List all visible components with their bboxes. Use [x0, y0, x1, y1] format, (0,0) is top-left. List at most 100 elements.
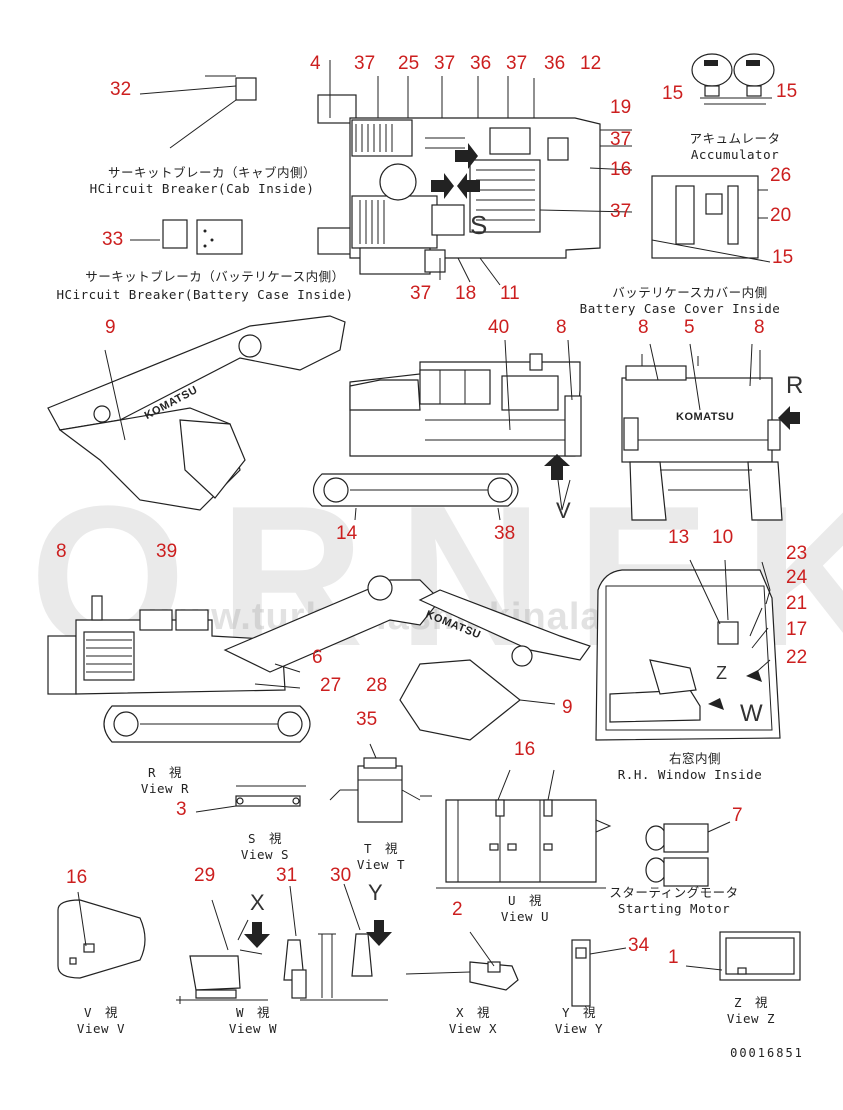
callout-9: 9	[562, 697, 573, 718]
callout-37: 37	[410, 283, 432, 304]
callout-15: 15	[776, 81, 798, 102]
view-t-caption-jp: T 視	[363, 841, 399, 856]
window-view-drawing	[595, 559, 781, 741]
callout-31: 31	[276, 865, 298, 886]
callout-30: 30	[330, 865, 352, 886]
callout-23: 23	[786, 543, 808, 564]
view-letter-r: R	[786, 372, 804, 399]
callout-34: 34	[628, 935, 650, 956]
view-y-caption-en: View Y	[554, 1021, 604, 1036]
callout-14: 14	[336, 523, 358, 544]
view-z-drawing	[685, 931, 801, 981]
view-x-caption-jp: X 視	[455, 1005, 491, 1020]
callout-8: 8	[556, 317, 567, 338]
callout-12: 12	[580, 53, 602, 74]
starting-motor-caption-jp: スターティングモータ	[609, 885, 739, 900]
callout-5: 5	[684, 317, 695, 338]
view-u-drawing	[436, 769, 612, 889]
callout-13: 13	[668, 527, 690, 548]
callout-8: 8	[638, 317, 649, 338]
view-letter-y: Y	[368, 880, 384, 905]
callout-17: 17	[786, 619, 808, 640]
window-caption-en: R.H. Window Inside	[617, 767, 763, 782]
view-v-drawing	[57, 891, 146, 979]
callout-3: 3	[176, 799, 187, 820]
callout-35: 35	[356, 709, 378, 730]
view-v-caption-jp: V 視	[83, 1005, 119, 1020]
view-s-caption-en: View S	[240, 847, 290, 862]
view-s-drawing	[195, 785, 306, 813]
callout-9: 9	[105, 317, 116, 338]
view-letter-x: X	[250, 890, 266, 915]
callout-1: 1	[668, 947, 679, 968]
callout-21: 21	[786, 593, 808, 614]
callout-39: 39	[156, 541, 178, 562]
window-caption-jp: 右窓内側	[668, 751, 721, 766]
view-letter-z: Z	[716, 663, 728, 683]
view-z-caption-en: View Z	[726, 1011, 776, 1026]
callout-28: 28	[366, 675, 388, 696]
battery-cover-drawing	[651, 175, 771, 263]
view-letter-s: S	[470, 210, 488, 240]
cab-circuit-breaker-drawing	[139, 75, 257, 149]
callout-20: 20	[770, 205, 792, 226]
callout-10: 10	[712, 527, 734, 548]
view-w-caption-en: View W	[228, 1021, 278, 1036]
view-w-caption-jp: W 視	[235, 1005, 271, 1020]
rear-brand-decal: KOMATSU	[676, 411, 735, 423]
callout-16: 16	[610, 159, 632, 180]
callout-2: 2	[452, 899, 463, 920]
callout-8: 8	[56, 541, 67, 562]
callout-32: 32	[110, 79, 132, 100]
callout-27: 27	[320, 675, 342, 696]
view-r-caption-en: View R	[140, 781, 190, 796]
callout-18: 18	[455, 283, 477, 304]
view-y-caption-jp: Y 視	[561, 1005, 597, 1020]
callout-37: 37	[506, 53, 528, 74]
side-view-drawing	[47, 315, 582, 521]
callout-33: 33	[102, 229, 124, 250]
view-x-caption-en: View X	[448, 1021, 498, 1036]
battery-circuit-breaker-drawing	[130, 219, 243, 255]
view-z-caption-jp: Z 視	[733, 995, 769, 1010]
callout-40: 40	[488, 317, 510, 338]
callout-37: 37	[434, 53, 456, 74]
accumulator-caption-jp: アキュムレータ	[689, 131, 781, 146]
view-letter-w: W	[740, 700, 764, 727]
callout-4: 4	[310, 53, 321, 74]
callout-26: 26	[770, 165, 792, 186]
left-view-drawing	[47, 575, 591, 743]
view-u-caption-en: View U	[500, 909, 550, 924]
battery-breaker-caption-en: HCircuit Breaker(Battery Case Inside)	[56, 287, 354, 302]
callout-36: 36	[470, 53, 492, 74]
rear-view-drawing	[621, 343, 800, 521]
callout-6: 6	[312, 647, 323, 668]
view-u-caption-jp: U 視	[507, 893, 543, 908]
starting-motor-caption-en: Starting Motor	[617, 901, 731, 916]
battery-breaker-caption-jp: サーキットブレーカ（バッテリケース内側）	[85, 269, 345, 284]
callout-24: 24	[786, 567, 808, 588]
callout-37: 37	[610, 201, 632, 222]
view-v-caption-en: View V	[76, 1021, 126, 1036]
accumulator-drawing	[691, 53, 775, 105]
cab-breaker-caption-jp: サーキットブレーカ（キャブ内側）	[107, 165, 316, 180]
callout-25: 25	[398, 53, 420, 74]
accumulator-caption-en: Accumulator	[690, 147, 780, 162]
callout-29: 29	[194, 865, 216, 886]
battery-cover-caption-jp: バッテリケースカバー内側	[612, 285, 768, 300]
view-s-caption-jp: S 視	[247, 831, 283, 846]
view-r-caption-jp: R 視	[147, 765, 183, 780]
view-y-drawing	[571, 939, 627, 1007]
callout-11: 11	[500, 283, 520, 304]
drawing-number: 00016851	[730, 1046, 804, 1060]
callout-22: 22	[786, 647, 808, 668]
callout-15: 15	[772, 247, 794, 268]
callout-36: 36	[544, 53, 566, 74]
callout-19: 19	[610, 97, 632, 118]
view-w-drawing	[176, 883, 392, 1004]
view-letter-v: V	[556, 498, 572, 523]
callout-38: 38	[494, 523, 516, 544]
view-t-caption-en: View T	[356, 857, 406, 872]
